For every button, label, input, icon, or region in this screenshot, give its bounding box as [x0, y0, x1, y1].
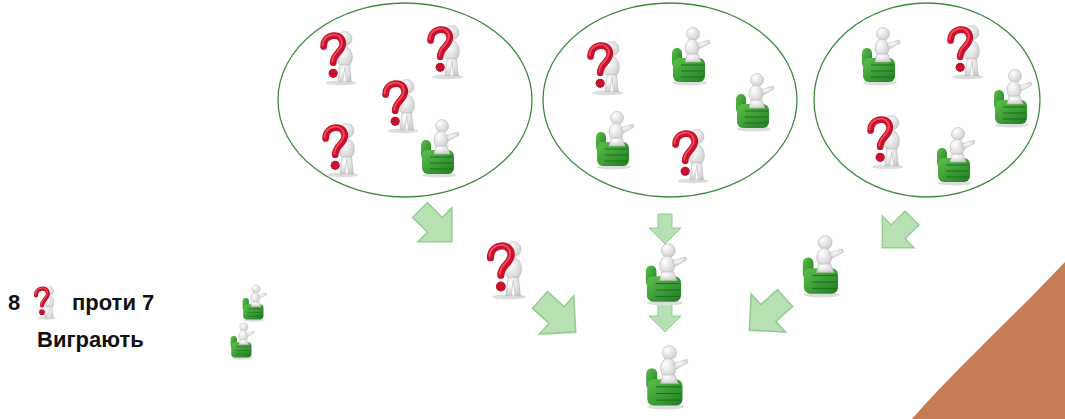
result-voters [489, 236, 843, 410]
district-circle [543, 3, 797, 197]
corner-decoration [912, 262, 1065, 419]
district-circle [278, 3, 532, 197]
caption-text: Виграють [37, 327, 144, 353]
caption-text: 8 [8, 290, 20, 316]
caption-text: проти 7 [72, 290, 154, 316]
legend-icons [35, 285, 266, 360]
district-voters [323, 26, 1032, 186]
result-arrows [403, 193, 928, 351]
district-circle [814, 3, 1040, 197]
